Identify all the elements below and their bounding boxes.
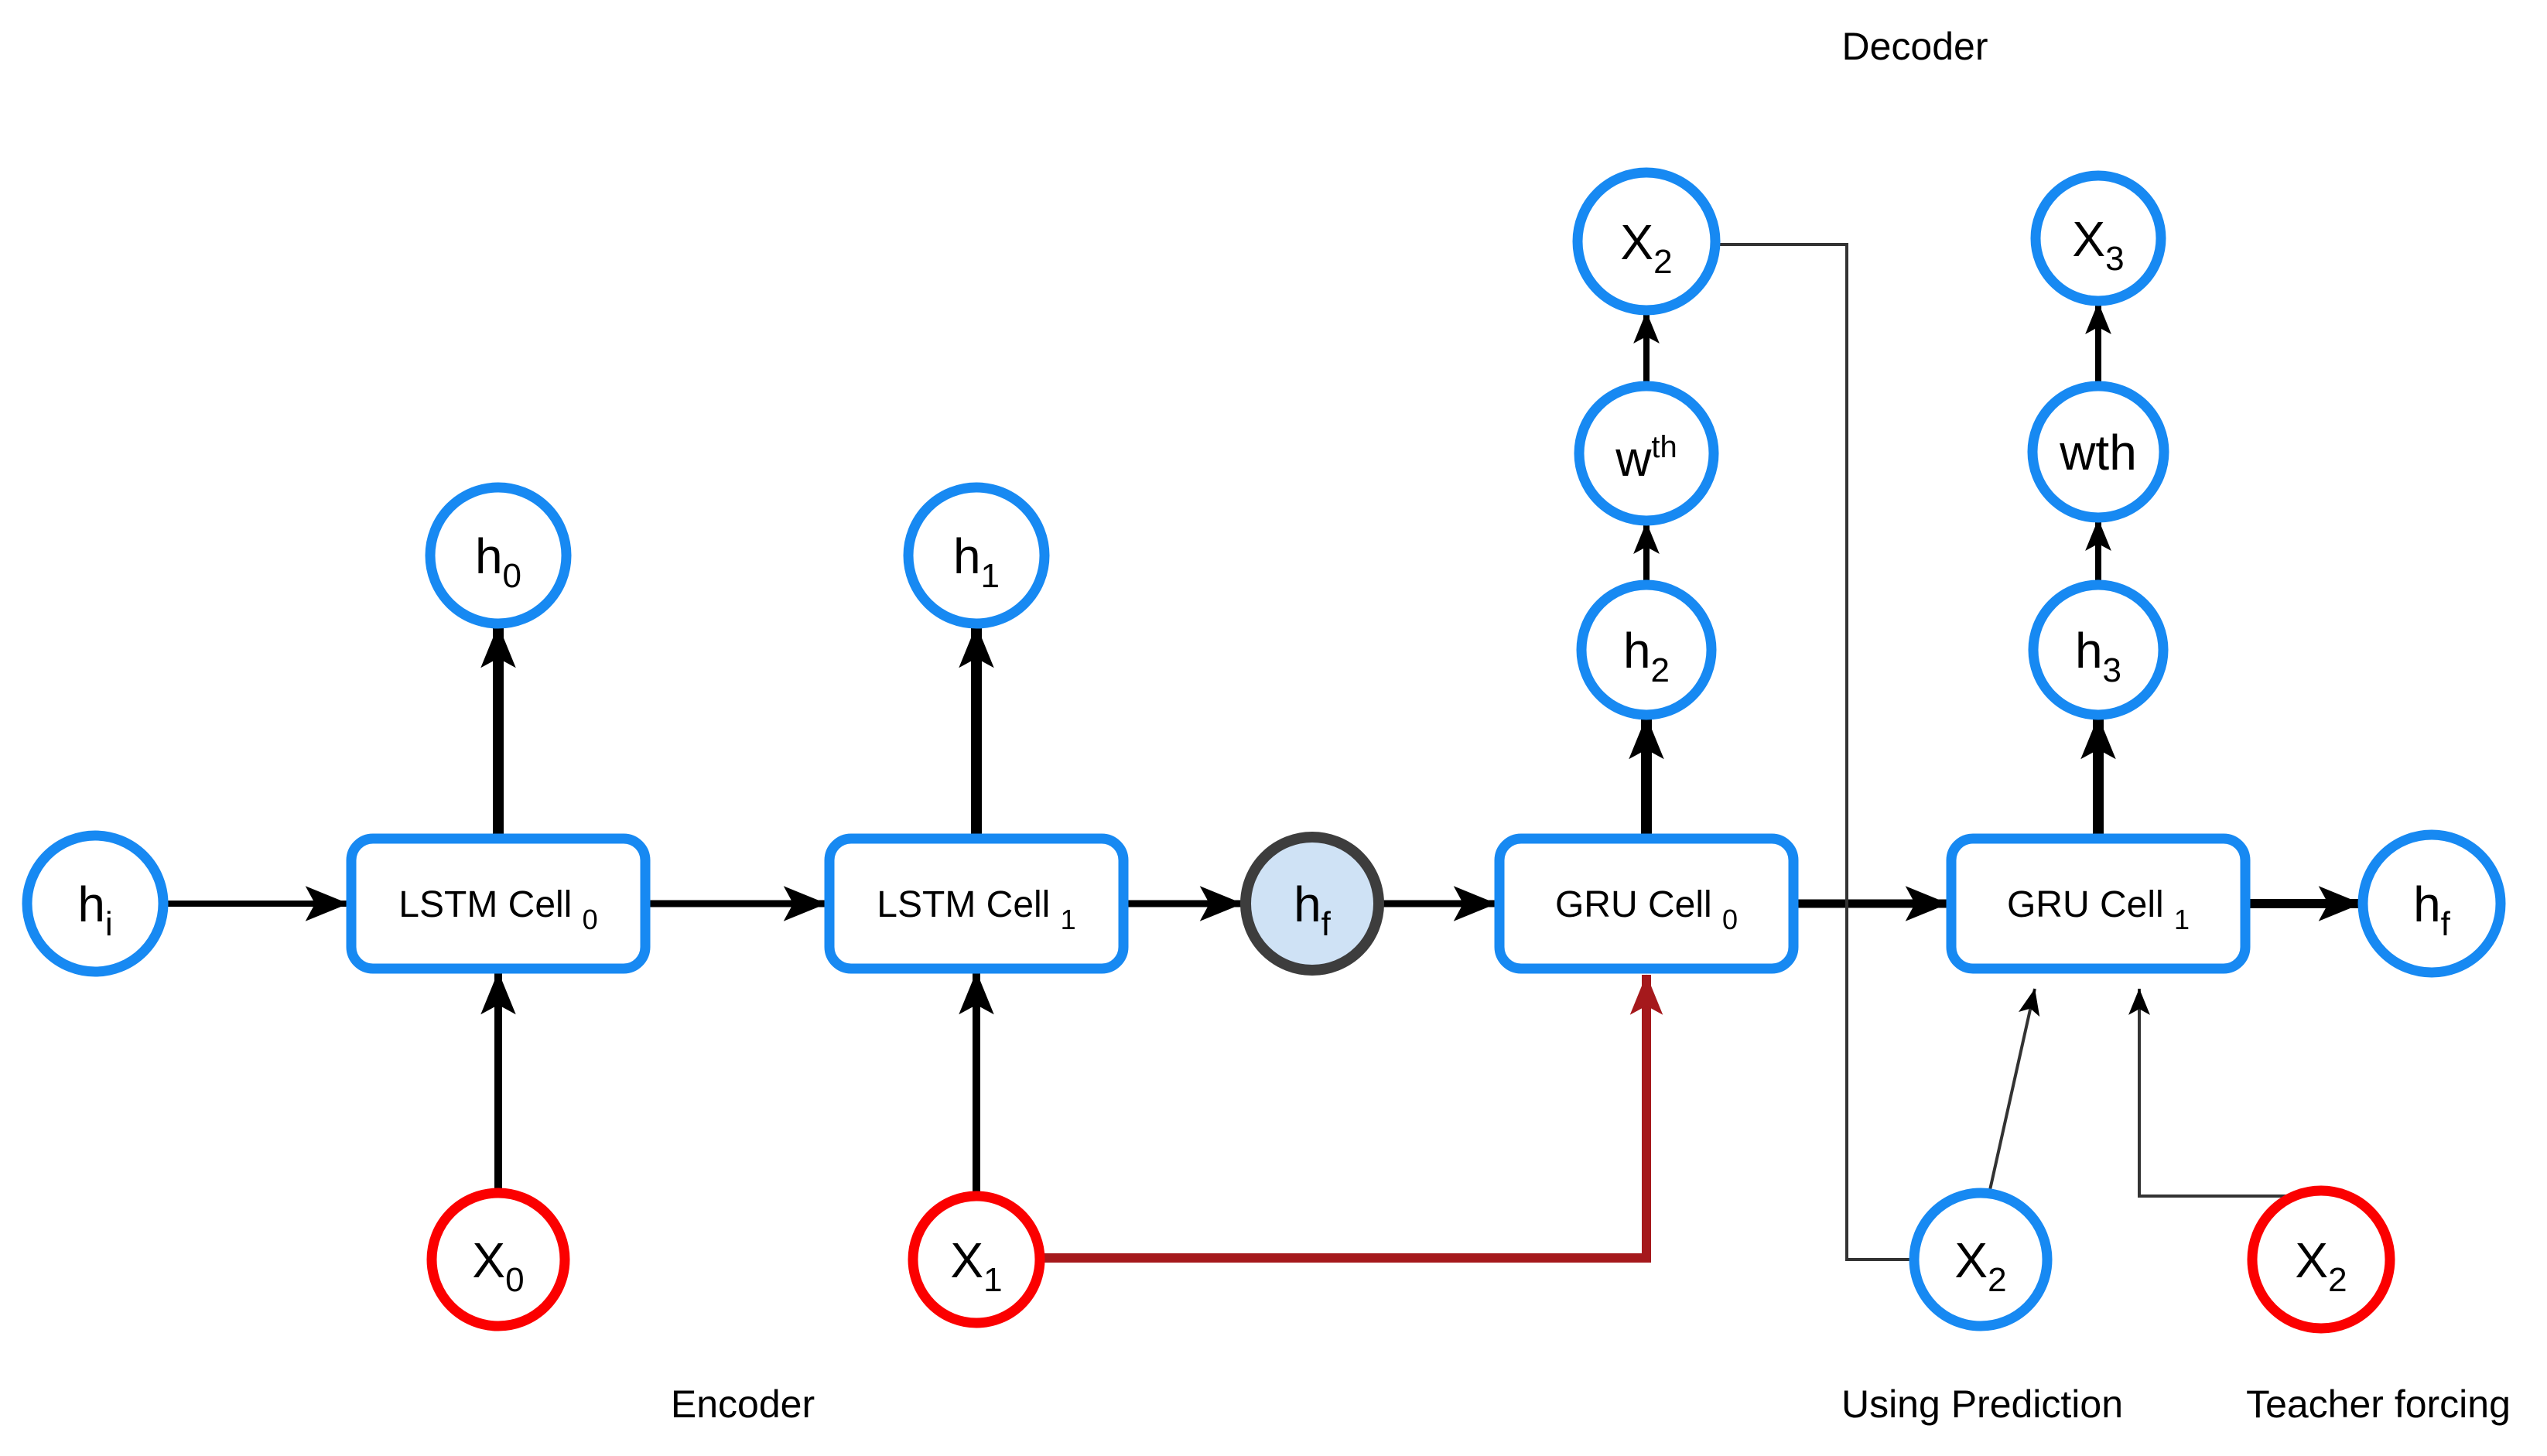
node-x-1: X1 [908,1191,1045,1328]
gru-cell-1-box [1946,833,2251,974]
h-2-label: h2 [1623,623,1670,689]
gru-cell-0-label: GRU Cell 0 [1555,884,1738,935]
x-2-output-circle [1572,167,1721,316]
node-x-0: X0 [426,1188,570,1331]
node-x-2-teacher: X2 [2247,1185,2395,1334]
h-3-circle [2028,579,2169,720]
node-wth: wth [2027,381,2169,523]
node-lstm-cell-1: LSTM Cell 1 [824,833,1129,974]
node-x-2-prediction: X2 [1909,1188,2053,1331]
node-h-2: h2 [1576,579,1717,720]
x-1-circle [908,1191,1045,1328]
node-x-2-output: X2 [1572,167,1721,316]
x-2-prediction-circle [1909,1188,2053,1331]
wth-circle [2027,381,2169,523]
node-h-f-context: hf [1240,832,1384,976]
using-prediction-label: Using Prediction [1841,1383,2123,1426]
gru-cell-0-box [1494,833,1799,974]
x-2-teacher-label: X2 [2295,1232,2347,1299]
edge-x2-pred-to-gru1 [1988,988,2040,1191]
edge-x1-to-gru0-red [1041,974,1663,1263]
h-f-output-label: hf [2413,877,2451,943]
x-2-teacher-circle [2247,1185,2395,1334]
teacher-forcing-label: Teacher forcing [2246,1383,2511,1426]
h-0-label: h0 [475,528,521,595]
edge-x2-teacher-to-gru1 [2128,988,2289,1198]
node-gru-cell-0: GRU Cell 0 [1494,833,1799,974]
w-th-circle [1574,381,1719,526]
node-h-f-output: hf [2357,829,2506,978]
node-h-i: hi [22,830,169,977]
h-2-circle [1576,579,1717,720]
x-3-output-label: X3 [2072,211,2124,278]
x-2-output-label: X2 [1620,214,1672,281]
gru-cell-1-label: GRU Cell 1 [2007,884,2190,935]
node-h-1: h1 [903,482,1050,629]
h-1-label: h1 [953,528,1000,595]
lstm-cell-1-label: LSTM Cell 1 [877,884,1075,935]
wth-label: wth [2059,425,2137,480]
h-f-output-circle [2357,829,2506,978]
decoder-section-label: Decoder [1842,25,1988,68]
x-0-circle [426,1188,570,1331]
node-x-3-output: X3 [2030,170,2166,306]
node-lstm-cell-0: LSTM Cell 0 [346,833,651,974]
x-1-label: X1 [950,1232,1002,1299]
h-1-circle [903,482,1050,629]
node-h-0: h0 [425,482,572,629]
x-3-output-circle [2030,170,2166,306]
edge-x2-feedback-route [1717,243,1913,1261]
w-th-label: wth [1615,430,1677,487]
h-f-context-label: hf [1294,877,1332,943]
h-i-label: hi [77,877,112,943]
h-3-label: h3 [2075,623,2121,689]
encoder-section-label: Encoder [671,1383,815,1426]
lstm-cell-0-label: LSTM Cell 0 [398,884,597,935]
lstm-cell-1-box [824,833,1129,974]
x-2-prediction-label: X2 [1954,1232,2006,1299]
edges [165,243,2362,1263]
h-i-circle [22,830,169,977]
node-gru-cell-1: GRU Cell 1 [1946,833,2251,974]
node-h-3: h3 [2028,579,2169,720]
x-0-label: X0 [472,1232,524,1299]
node-w-th: wth [1574,381,1719,526]
lstm-cell-0-box [346,833,651,974]
h-f-context-circle [1240,832,1384,976]
h-0-circle [425,482,572,629]
